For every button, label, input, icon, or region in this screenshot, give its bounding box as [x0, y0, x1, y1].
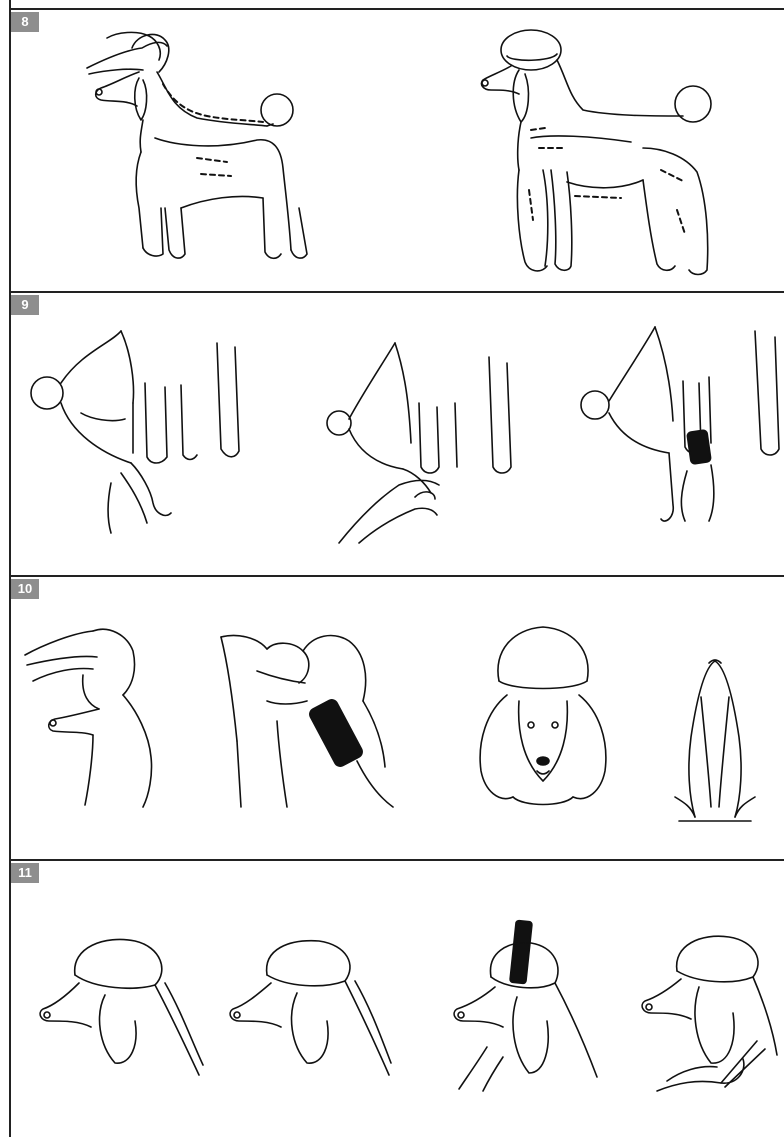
- hand-holding-paw-drawing: [319, 333, 519, 548]
- poodle-side-view-illustration: [471, 20, 721, 282]
- hind-leg-clipping-illustration: [569, 321, 784, 536]
- step-9-panel: 9: [9, 291, 784, 575]
- poodle-head-profile-drawing: [35, 935, 205, 1085]
- poodle-face-front-drawing: [473, 621, 613, 811]
- step-11-panel: 11: [9, 859, 784, 1137]
- head-clipping-illustration: [23, 625, 163, 810]
- topknot-shaping-illustration: [637, 931, 782, 1096]
- poodle-side-view-illustration: [77, 28, 317, 273]
- step-8-panel: 8: [9, 8, 784, 291]
- head-clipping-illustration: [473, 621, 613, 811]
- muzzle-top-view-drawing: [665, 657, 765, 823]
- poodle-head-profile-drawing: [223, 935, 393, 1085]
- step-10-panel: 10: [9, 575, 784, 859]
- step-number-badge: 10: [11, 579, 39, 599]
- hind-leg-clipping-illustration: [319, 333, 519, 548]
- topknot-shaping-illustration: [223, 935, 393, 1085]
- clipper-on-leg-drawing: [569, 321, 784, 536]
- head-clipping-illustration: [217, 621, 417, 811]
- clipper-on-topknot-drawing: [447, 917, 607, 1092]
- lifted-paw-drawing: [21, 323, 241, 538]
- clipper-on-cheek-drawing: [217, 621, 417, 811]
- hand-on-topknot-drawing: [23, 625, 163, 810]
- poodle-clip-guide-drawing: [471, 20, 721, 282]
- step-number-badge: 9: [11, 295, 39, 315]
- hind-leg-clipping-illustration: [21, 323, 241, 538]
- step-number-badge: 8: [11, 12, 39, 32]
- topknot-shaping-illustration: [35, 935, 205, 1085]
- step-number-badge: 11: [11, 863, 39, 883]
- head-clipping-illustration: [665, 657, 765, 823]
- scissors-on-ear-drawing: [637, 931, 782, 1096]
- topknot-shaping-illustration: [447, 917, 607, 1092]
- poodle-with-hand-drawing: [77, 28, 317, 273]
